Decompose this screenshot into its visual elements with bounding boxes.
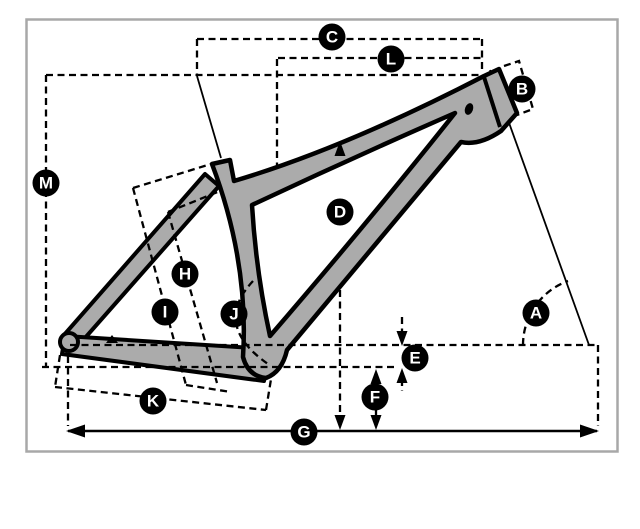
bike-frame <box>58 66 520 383</box>
label-B: B <box>508 75 536 103</box>
label-L: L <box>377 45 405 73</box>
wheelbase-arrow <box>66 424 599 438</box>
label-J: J <box>220 300 248 328</box>
head-tube-joint-line <box>482 76 502 128</box>
dropout-notch <box>106 335 118 343</box>
measure-arrowheads <box>334 141 408 430</box>
label-D: D <box>326 198 354 226</box>
label-H: H <box>171 260 199 288</box>
rear-dropout <box>58 331 80 353</box>
label-M: M <box>32 169 60 197</box>
label-F: F <box>361 383 389 411</box>
label-C: C <box>318 23 346 51</box>
cable-port-dot <box>464 103 474 115</box>
label-G: G <box>290 418 318 446</box>
seat-axis-line <box>196 75 222 159</box>
label-A: A <box>522 299 550 327</box>
label-K: K <box>139 387 167 415</box>
measurement-lines-lower <box>42 137 600 426</box>
label-E: E <box>401 344 429 372</box>
front-triangle-cutout <box>249 110 458 339</box>
label-I: I <box>151 298 179 326</box>
